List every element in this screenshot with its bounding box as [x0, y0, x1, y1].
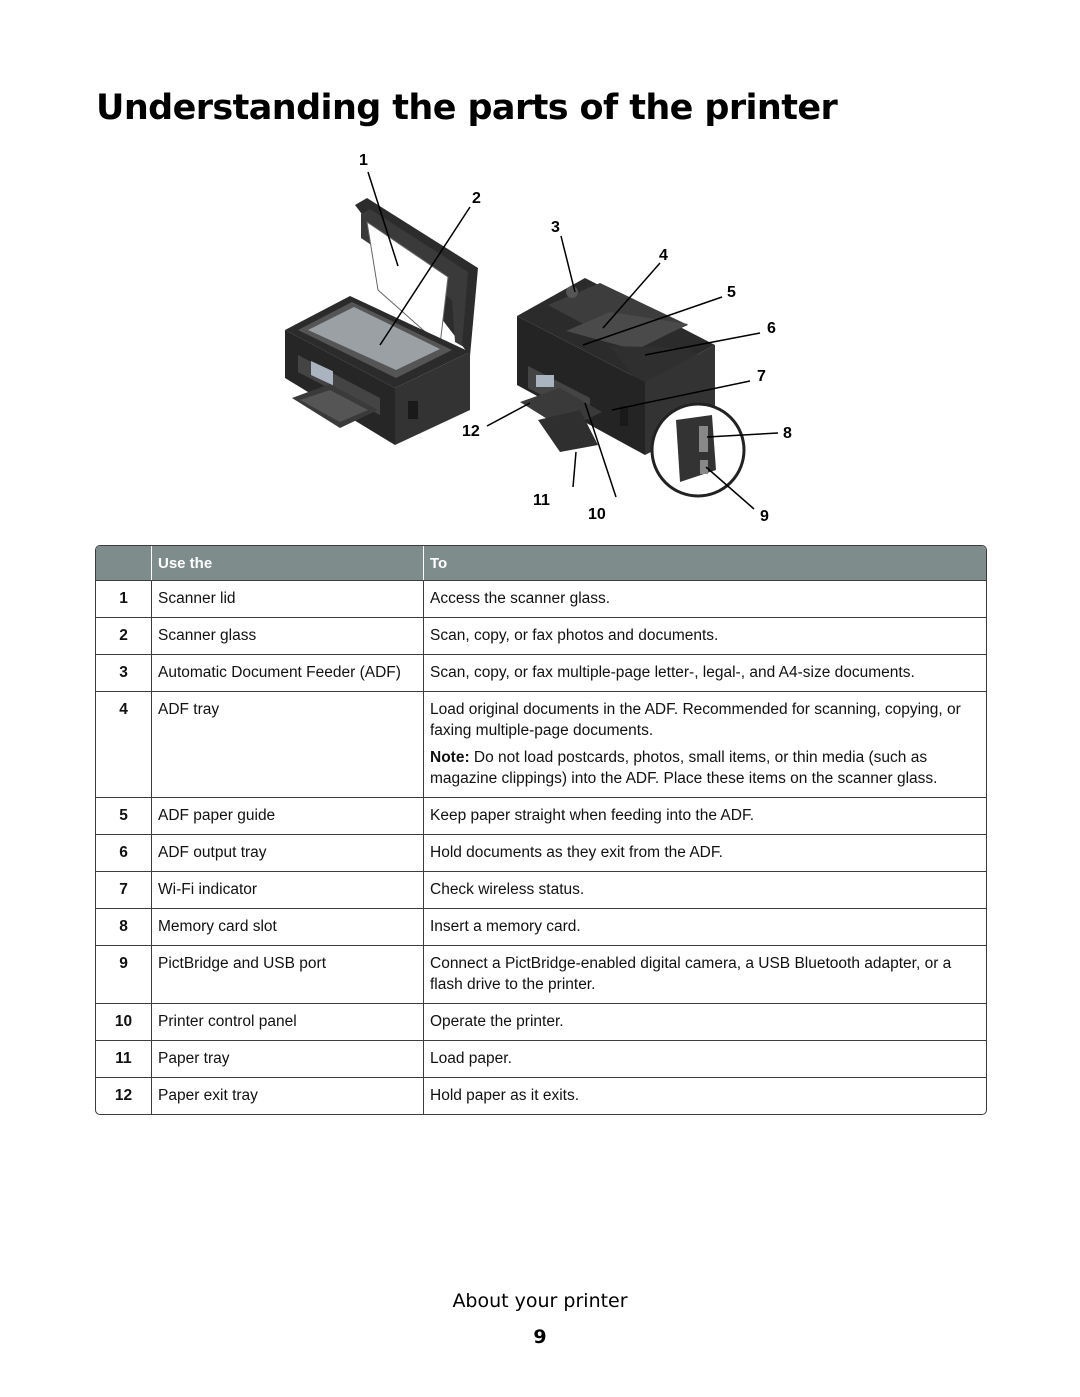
row-purpose: Hold documents as they exit from the ADF…: [430, 844, 723, 861]
row-part: ADF paper guide: [152, 798, 424, 834]
header-use: Use the: [152, 546, 424, 580]
callout-8: 8: [783, 425, 792, 442]
callout-5: 5: [727, 284, 736, 301]
row-number: 12: [96, 1078, 152, 1114]
callout-1: 1: [359, 152, 368, 169]
row-number: 11: [96, 1041, 152, 1077]
callout-11: 11: [533, 492, 550, 509]
row-purpose: Operate the printer.: [430, 1013, 564, 1030]
table-row: 3 Automatic Document Feeder (ADF) Scan, …: [96, 654, 986, 691]
row-purpose-text: Load original documents in the ADF. Reco…: [430, 701, 961, 739]
callout-7: 7: [757, 368, 766, 385]
row-purpose: Keep paper straight when feeding into th…: [430, 807, 754, 824]
row-purpose: Insert a memory card.: [430, 918, 581, 935]
page-title: Understanding the parts of the printer: [96, 88, 838, 128]
table-row: 9 PictBridge and USB port Connect a Pict…: [96, 945, 986, 1003]
printer-parts-illustration: 1 2 3 4 5 6 7 8 9 10 11 12: [285, 152, 792, 525]
row-part: PictBridge and USB port: [152, 946, 424, 1003]
callout-4: 4: [659, 247, 668, 264]
row-part: ADF output tray: [152, 835, 424, 871]
table-row: 11 Paper tray Load paper.: [96, 1040, 986, 1077]
table-row: 10 Printer control panel Operate the pri…: [96, 1003, 986, 1040]
row-part: Paper tray: [152, 1041, 424, 1077]
row-part: Printer control panel: [152, 1004, 424, 1040]
row-purpose: Connect a PictBridge-enabled digital cam…: [430, 955, 952, 993]
table-row: 12 Paper exit tray Hold paper as it exit…: [96, 1077, 986, 1114]
row-purpose: Scan, copy, or fax photos and documents.: [430, 627, 719, 644]
callout-6: 6: [767, 320, 776, 337]
table-row: 8 Memory card slot Insert a memory card.: [96, 908, 986, 945]
callout-10: 10: [588, 506, 606, 523]
callout-2: 2: [472, 190, 481, 207]
row-number: 6: [96, 835, 152, 871]
table-header: Use the To: [96, 546, 986, 580]
table-row: 6 ADF output tray Hold documents as they…: [96, 834, 986, 871]
row-number: 1: [96, 581, 152, 617]
table-row: 2 Scanner glass Scan, copy, or fax photo…: [96, 617, 986, 654]
parts-table: Use the To 1 Scanner lid Access the scan…: [95, 545, 987, 1115]
header-num: [96, 546, 152, 580]
callout-12: 12: [462, 423, 480, 440]
leader-lines: [367, 171, 779, 510]
callout-3: 3: [551, 219, 560, 236]
left-printer-drawing: [285, 198, 478, 445]
table-row: 4 ADF tray Load original documents in th…: [96, 691, 986, 797]
right-printer-drawing: [517, 278, 746, 498]
row-number: 7: [96, 872, 152, 908]
row-part: Memory card slot: [152, 909, 424, 945]
row-purpose: Load paper.: [430, 1050, 512, 1067]
row-part: Paper exit tray: [152, 1078, 424, 1114]
row-purpose: Hold paper as it exits.: [430, 1087, 580, 1104]
row-part: Scanner lid: [152, 581, 424, 617]
note-label: Note:: [430, 749, 470, 766]
row-number: 8: [96, 909, 152, 945]
page-number: 9: [533, 1326, 547, 1348]
row-purpose: Access the scanner glass.: [430, 590, 611, 607]
table-row: 5 ADF paper guide Keep paper straight wh…: [96, 797, 986, 834]
row-part: Scanner glass: [152, 618, 424, 654]
row-number: 9: [96, 946, 152, 1003]
row-part: ADF tray: [152, 692, 424, 797]
row-part: Wi-Fi indicator: [152, 872, 424, 908]
row-number: 2: [96, 618, 152, 654]
row-number: 4: [96, 692, 152, 797]
header-to: To: [430, 555, 448, 572]
row-number: 5: [96, 798, 152, 834]
footer-section-title: About your printer: [452, 1290, 628, 1312]
table-row: 1 Scanner lid Access the scanner glass.: [96, 580, 986, 617]
row-purpose: Load original documents in the ADF. Reco…: [424, 692, 986, 797]
note-text: Do not load postcards, photos, small ite…: [430, 749, 938, 787]
callout-9: 9: [760, 508, 769, 525]
table-row: 7 Wi-Fi indicator Check wireless status.: [96, 871, 986, 908]
row-part: Automatic Document Feeder (ADF): [152, 655, 424, 691]
row-number: 3: [96, 655, 152, 691]
row-purpose: Scan, copy, or fax multiple-page letter-…: [430, 664, 915, 681]
row-note: Note: Do not load postcards, photos, sma…: [430, 747, 980, 789]
row-number: 10: [96, 1004, 152, 1040]
row-purpose: Check wireless status.: [430, 881, 585, 898]
